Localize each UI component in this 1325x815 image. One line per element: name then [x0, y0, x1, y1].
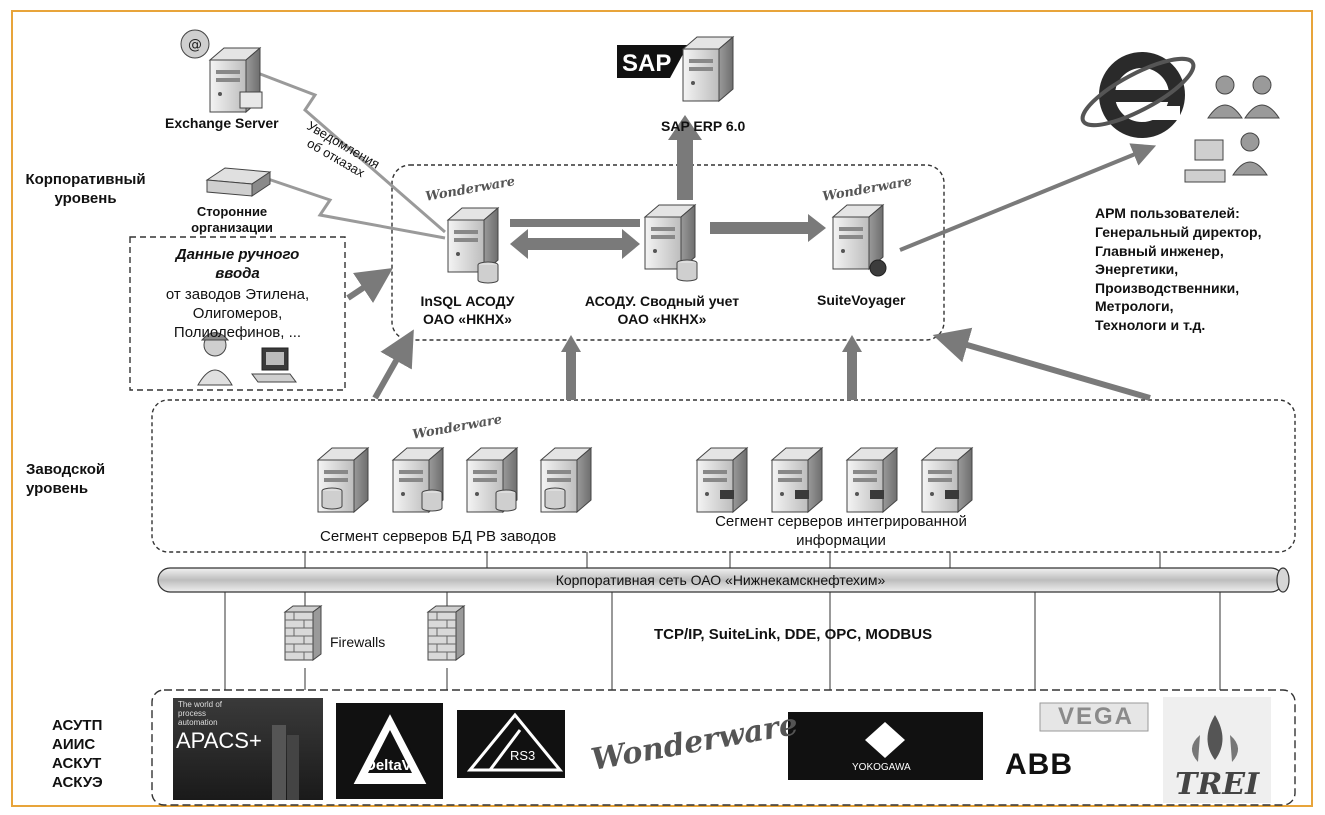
protocols-label: TCP/IP, SuiteLink, DDE, OPC, MODBUS	[654, 626, 933, 643]
sap-logo-icon: SAP	[617, 45, 688, 78]
diagonal-arrows	[346, 143, 1157, 401]
rs3-text: RS3	[510, 748, 536, 763]
plant-level-box	[151, 399, 1296, 553]
firewall-icon	[284, 605, 322, 661]
manual-input-text: от заводов Этилена, Олигомеров, Полиолеф…	[165, 286, 310, 341]
abb-text: ABB	[1005, 748, 1073, 781]
svg-text:SAP: SAP	[622, 50, 671, 77]
trei-text: TREI	[1175, 767, 1260, 802]
systems-level-label: АСУТП АИИС АСКУТ АСКУЭ	[52, 717, 103, 791]
rs3-logo	[457, 710, 565, 778]
asodu-server-icon	[644, 204, 698, 282]
exchange-server-icon: @	[180, 29, 263, 113]
operator-icon	[197, 332, 233, 386]
insql-server-icon	[447, 207, 499, 284]
vega-logo	[1039, 702, 1149, 732]
sap-erp-label: SAP ERP 6.0	[661, 118, 746, 134]
third-party-label: Сторонние организации	[191, 204, 273, 235]
plant-bus-links	[304, 552, 1161, 568]
db-server-segment-icons	[317, 447, 592, 513]
db-segment-label: Сегмент серверов БД РВ заводов	[320, 528, 557, 545]
data-flow-arrows	[510, 115, 862, 400]
workstation-icon	[251, 347, 297, 383]
third-party-router-icon	[205, 167, 272, 197]
third-party-link	[264, 176, 446, 240]
sap-server-icon	[682, 36, 734, 102]
yokogawa-text: YOKOGAWA	[852, 762, 911, 773]
asodu-label: АСОДУ. Сводный учет ОАО «НКНХ»	[584, 293, 740, 327]
firewall-icon	[427, 605, 465, 661]
systems-box	[151, 689, 1296, 806]
trei-logo	[1163, 697, 1271, 803]
users-title: АРМ пользователей:	[1095, 205, 1240, 221]
plant-level-label: Заводской уровень	[26, 461, 106, 497]
suitevoyager-server-icon	[832, 204, 887, 277]
svg-text:@: @	[188, 37, 202, 53]
apacs-logo	[173, 698, 323, 800]
vega-text: VEGA	[1058, 703, 1135, 730]
integration-server-segment-icons	[696, 447, 973, 513]
users-icon	[1184, 75, 1280, 183]
manual-input-box	[129, 236, 346, 391]
core-systems-box	[391, 164, 945, 341]
bus-label: Корпоративная сеть ОАО «Нижнекамскнефтех…	[555, 572, 886, 588]
exchange-server-label: Exchange Server	[165, 115, 279, 131]
deltav-text: DeltaV	[365, 757, 412, 774]
internet-explorer-icon	[1080, 52, 1196, 138]
users-roles: Генеральный директор, Главный инженер, Э…	[1095, 224, 1262, 333]
deltav-logo	[336, 703, 443, 799]
apacs-text: APACS+	[176, 728, 262, 753]
info-segment-label: Сегмент серверов интегрированной информа…	[715, 513, 967, 549]
corporate-network-bus	[157, 567, 1290, 593]
yokogawa-logo	[788, 712, 983, 780]
firewalls-label: Firewalls	[330, 634, 386, 650]
apacs-tagline: The world of process automation	[178, 700, 223, 727]
insql-label: InSQL АСОДУ ОАО «НКНХ»	[420, 293, 515, 327]
diagram-frame	[11, 10, 1313, 807]
notification-link	[254, 70, 446, 234]
corporate-level-label: Корпоративный уровень	[25, 171, 146, 207]
manual-input-title: Данные ручного ввода	[175, 246, 300, 282]
suitevoyager-label: SuiteVoyager	[817, 292, 906, 308]
